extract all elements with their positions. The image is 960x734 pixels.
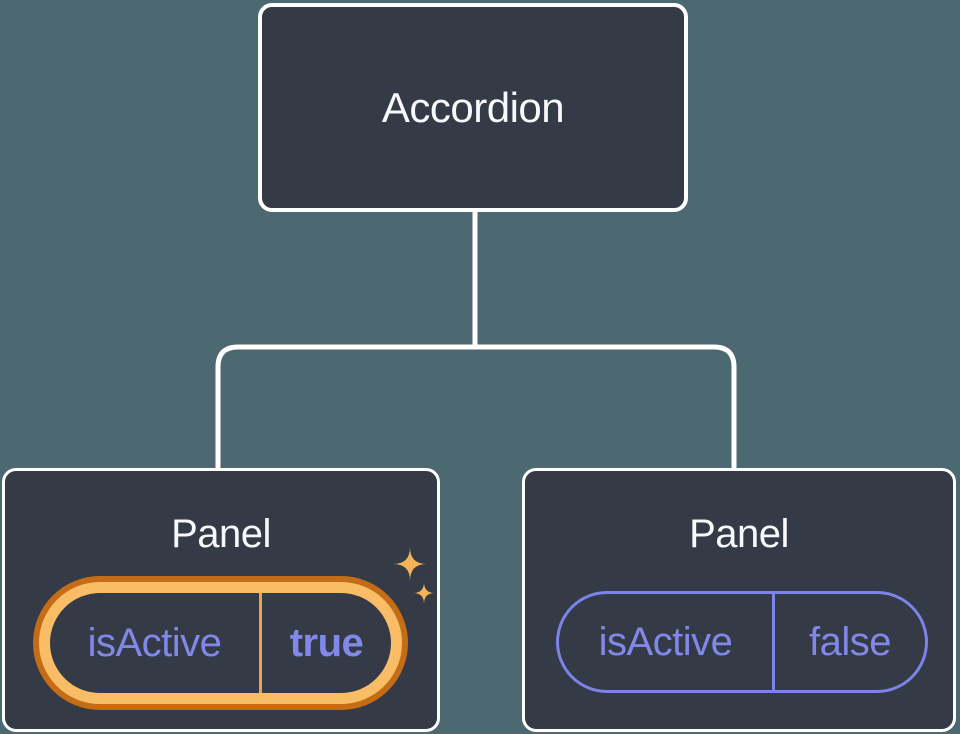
state-pill-active: isActive true: [50, 593, 391, 693]
panel-node-active: Panel isActive true: [2, 468, 440, 732]
accordion-node-label: Accordion: [381, 83, 565, 131]
state-pill-inactive: isActive false: [556, 591, 928, 693]
prop-value-label: true: [289, 621, 364, 665]
accordion-node: Accordion: [258, 3, 688, 212]
pill-divider: [259, 593, 262, 693]
prop-name-label: isActive: [87, 621, 222, 665]
pill-divider: [772, 594, 775, 690]
state-pill-highlight-ring: isActive true: [33, 576, 408, 710]
panel-node-inactive: Panel isActive false: [522, 468, 956, 732]
connector-branch-bracket: [215, 344, 737, 471]
panel-title: Panel: [171, 512, 271, 556]
prop-name-label: isActive: [598, 620, 733, 664]
prop-value-label: false: [809, 620, 892, 664]
panel-title: Panel: [689, 512, 789, 556]
